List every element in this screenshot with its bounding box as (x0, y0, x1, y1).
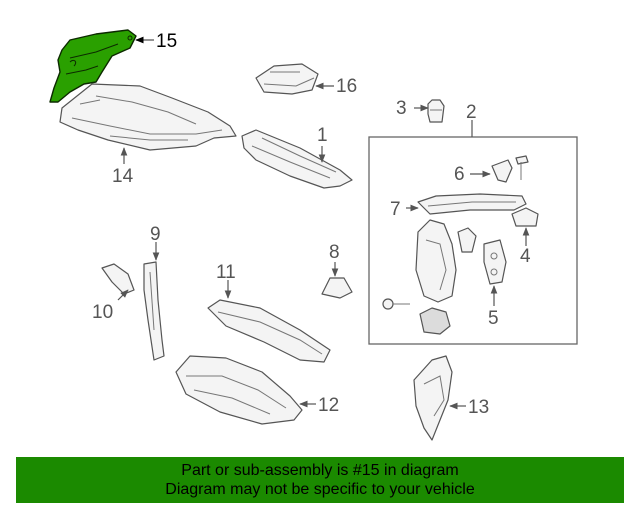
part-7-support-brace[interactable] (417, 193, 527, 215)
callout-2: 2 (466, 102, 477, 123)
part-1-radiator-support-upper[interactable] (241, 129, 353, 189)
part-16-bracket[interactable] (255, 63, 319, 95)
callout-9: 9 (150, 224, 161, 245)
group-2-frame (368, 136, 578, 345)
callout-5: 5 (488, 308, 499, 329)
callout-16: 16 (336, 76, 357, 97)
part-15-splash-shield[interactable] (49, 29, 137, 103)
part-6-clip[interactable] (491, 155, 529, 183)
part-5-plate[interactable] (483, 239, 507, 285)
callout-15: 15 (156, 31, 177, 52)
callout-11: 11 (216, 262, 236, 283)
part-10-bracket[interactable] (101, 263, 135, 295)
callout-6: 6 (454, 164, 465, 185)
part-14-engine-under-cover[interactable] (59, 83, 237, 151)
leader-lines (117, 36, 530, 410)
callout-1: 1 (317, 125, 328, 146)
callout-3: 3 (396, 98, 407, 119)
part-12-air-deflector[interactable] (175, 355, 303, 425)
callout-4: 4 (520, 246, 531, 267)
parts-diagram: 15 16 1 3 2 6 7 4 5 8 9 10 11 12 13 14 (49, 29, 578, 441)
callout-13: 13 (468, 397, 489, 418)
callout-8: 8 (329, 242, 340, 263)
part-11-radiator-support-lower[interactable] (207, 299, 331, 363)
callout-10: 10 (92, 302, 113, 323)
part-8-bracket[interactable] (321, 277, 353, 299)
part-13-side-bracket[interactable] (413, 355, 453, 441)
callout-7: 7 (390, 199, 401, 220)
callout-12: 12 (318, 395, 339, 416)
banner-line-1: Part or sub-assembly is #15 in diagram (181, 462, 459, 479)
part-4-bracket[interactable] (511, 207, 539, 227)
part-9-vertical-brace[interactable] (143, 261, 165, 361)
info-banner: Part or sub-assembly is #15 in diagram D… (16, 457, 624, 503)
part-2-bracket-assembly[interactable] (382, 219, 477, 335)
banner-line-2: Diagram may not be specific to your vehi… (165, 481, 475, 498)
callout-14: 14 (112, 166, 134, 187)
part-3-bumper-stop[interactable] (427, 99, 445, 123)
